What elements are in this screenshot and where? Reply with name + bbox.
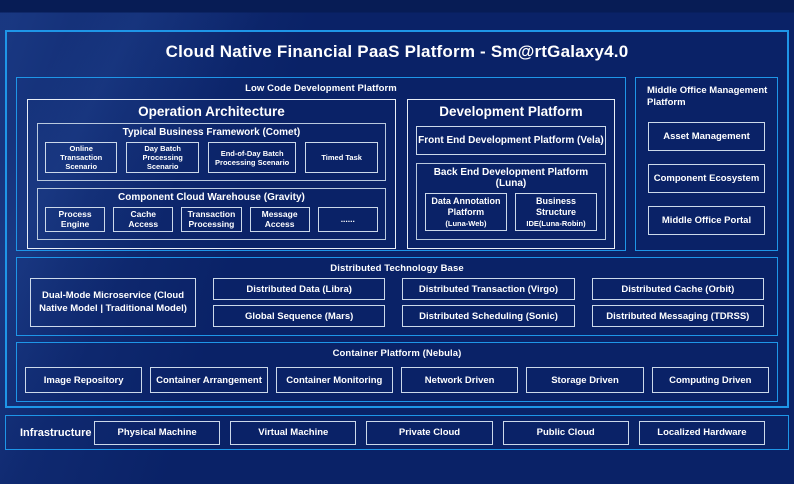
component-warehouse-row: Process Engine Cache Access Transaction … [45, 207, 378, 232]
node-private-cloud: Private Cloud [366, 420, 493, 445]
back-end-development-group: Back End Development Platform (Luna) Dat… [415, 163, 606, 240]
node-process-engine: Process Engine [45, 207, 106, 232]
node-asset-management: Asset Management [648, 121, 765, 151]
node-image-repository: Image Repository [25, 367, 143, 393]
infrastructure-section: Infrastructure Physical Machine Virtual … [5, 415, 789, 450]
development-platform-panel: Development Platform Front End Developme… [406, 99, 615, 249]
low-code-development-platform-section: Low Code Development Platform Operation … [16, 77, 626, 251]
infrastructure-title: Infrastructure [20, 426, 92, 439]
node-container-monitoring: Container Monitoring [275, 367, 393, 393]
business-framework-row: Online Transaction Scenario Day Batch Pr… [45, 142, 378, 173]
container-platform-section: Container Platform (Nebula) Image Reposi… [16, 342, 778, 402]
business-framework-title: Typical Business Framework (Comet) [122, 127, 301, 138]
node-public-cloud: Public Cloud [502, 420, 629, 445]
middle-office-title: Middle Office Management Platform [647, 85, 768, 109]
operation-architecture-panel: Operation Architecture Typical Business … [27, 99, 396, 249]
node-distributed-cache: Distributed Cache (Orbit) [591, 278, 764, 300]
node-front-end-development-platform: Front End Development Platform (Vela) [415, 126, 606, 155]
node-end-of-day-batch-processing-scenario: End-of-Day Batch Processing Scenario [207, 142, 297, 173]
back-end-title: Back End Development Platform (Luna) [433, 167, 589, 189]
node-distributed-data: Distributed Data (Libra) [213, 278, 386, 300]
node-business-structure-ide: Business Structure IDE(Luna-Robin) [514, 193, 598, 231]
node-global-sequence: Global Sequence (Mars) [213, 305, 386, 327]
distributed-body: Dual-Mode Microservice (Cloud Native Mod… [30, 278, 764, 327]
typical-business-framework-group: Typical Business Framework (Comet) Onlin… [37, 123, 386, 181]
node-container-arrangement: Container Arrangement [150, 367, 268, 393]
node-message-access: Message Access [249, 207, 310, 232]
platform-frame: Cloud Native Financial PaaS Platform - S… [5, 30, 789, 408]
distributed-grid: Distributed Data (Libra) Distributed Tra… [213, 278, 764, 327]
middle-office-management-section: Middle Office Management Platform Asset … [635, 77, 778, 251]
development-platform-title: Development Platform [439, 104, 583, 119]
node-ellipsis: ...... [317, 207, 378, 232]
upper-content-row: Low Code Development Platform Operation … [16, 77, 778, 251]
node-transaction-processing: Transaction Processing [181, 207, 242, 232]
node-data-annotation-platform: Data Annotation Platform (Luna-Web) [424, 193, 507, 231]
node-distributed-scheduling: Distributed Scheduling (Sonic) [402, 305, 575, 327]
node-timed-task: Timed Task [305, 142, 378, 173]
node-localized-hardware: Localized Hardware [638, 420, 766, 445]
node-storage-driven: Storage Driven [526, 367, 644, 393]
page-title: Cloud Native Financial PaaS Platform - S… [165, 42, 629, 61]
node-dual-mode-microservice: Dual-Mode Microservice (Cloud Native Mod… [30, 278, 196, 327]
component-warehouse-title: Component Cloud Warehouse (Gravity) [118, 192, 305, 203]
node-virtual-machine: Virtual Machine [230, 420, 357, 445]
container-row: Image Repository Container Arrangement C… [25, 367, 769, 393]
low-code-body: Operation Architecture Typical Business … [27, 99, 615, 249]
container-section-title: Container Platform (Nebula) [332, 348, 462, 359]
data-annotation-sub: (Luna-Web) [445, 218, 487, 228]
node-middle-office-portal: Middle Office Portal [648, 205, 765, 235]
node-physical-machine: Physical Machine [94, 420, 221, 445]
operation-architecture-title: Operation Architecture [138, 104, 285, 119]
node-online-transaction-scenario: Online Transaction Scenario [45, 142, 118, 173]
business-structure-label: Business Structure [535, 196, 576, 218]
node-component-ecosystem: Component Ecosystem [648, 163, 765, 193]
component-cloud-warehouse-group: Component Cloud Warehouse (Gravity) Proc… [37, 188, 386, 240]
low-code-section-title: Low Code Development Platform [245, 83, 397, 94]
node-network-driven: Network Driven [400, 367, 519, 393]
back-end-row: Data Annotation Platform (Luna-Web) Busi… [424, 193, 598, 231]
node-distributed-messaging: Distributed Messaging (TDRSS) [591, 305, 764, 327]
node-distributed-transaction: Distributed Transaction (Virgo) [402, 278, 575, 300]
node-day-batch-processing-scenario: Day Batch Processing Scenario [126, 142, 199, 173]
node-cache-access: Cache Access [113, 207, 174, 232]
infrastructure-row: Physical Machine Virtual Machine Private… [94, 420, 766, 445]
distributed-section-title: Distributed Technology Base [330, 263, 464, 274]
business-structure-sub: IDE(Luna-Robin) [526, 218, 586, 228]
data-annotation-label: Data Annotation Platform [431, 196, 501, 218]
node-computing-driven: Computing Driven [651, 367, 769, 393]
distributed-technology-base-section: Distributed Technology Base Dual-Mode Mi… [16, 257, 778, 336]
